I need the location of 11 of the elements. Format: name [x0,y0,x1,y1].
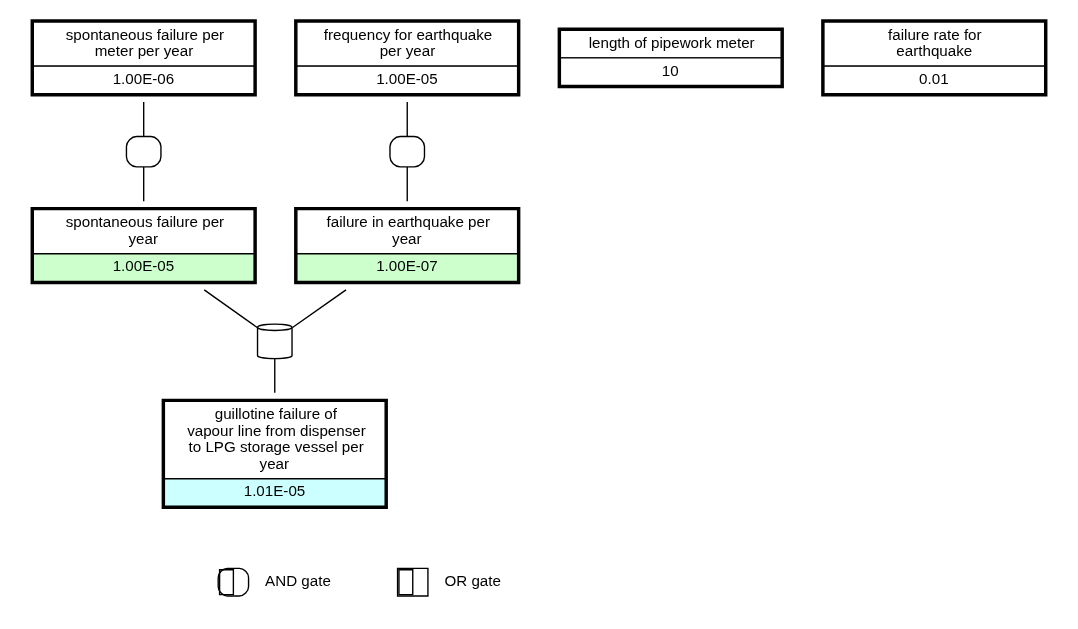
node-cup [389,135,426,168]
connector [291,289,347,329]
legend-label: AND gate [265,572,331,590]
node-cup [125,135,162,168]
connector [143,101,145,137]
connector [143,166,145,202]
connector [203,289,258,329]
connector [406,101,408,137]
legend-label: OR gate [444,572,501,590]
connector [274,358,276,394]
connector [406,166,408,202]
